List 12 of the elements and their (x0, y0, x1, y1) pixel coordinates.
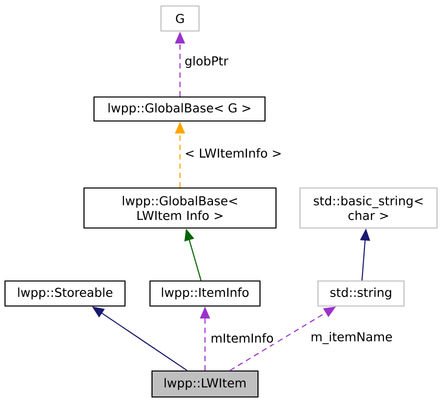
edge-label: mItemInfo (209, 332, 276, 344)
class-box: lwpp::Storeable (4, 280, 126, 307)
class-box: std::string (317, 280, 405, 307)
class-box: G (160, 5, 200, 32)
class-box: lwpp::ItemInfo (149, 280, 261, 307)
edge-label: globPtr (183, 54, 230, 70)
edge-label: m_itemName (309, 330, 394, 346)
class-box: lwpp::GlobalBase< LWItem Info > (83, 187, 277, 229)
class-box: lwpp::GlobalBase< G > (93, 96, 266, 122)
edge-label: < LWItemInfo > (183, 146, 284, 160)
class-box: lwpp::LWItem (151, 370, 259, 398)
class-box: std::basic_string< char > (299, 187, 438, 229)
